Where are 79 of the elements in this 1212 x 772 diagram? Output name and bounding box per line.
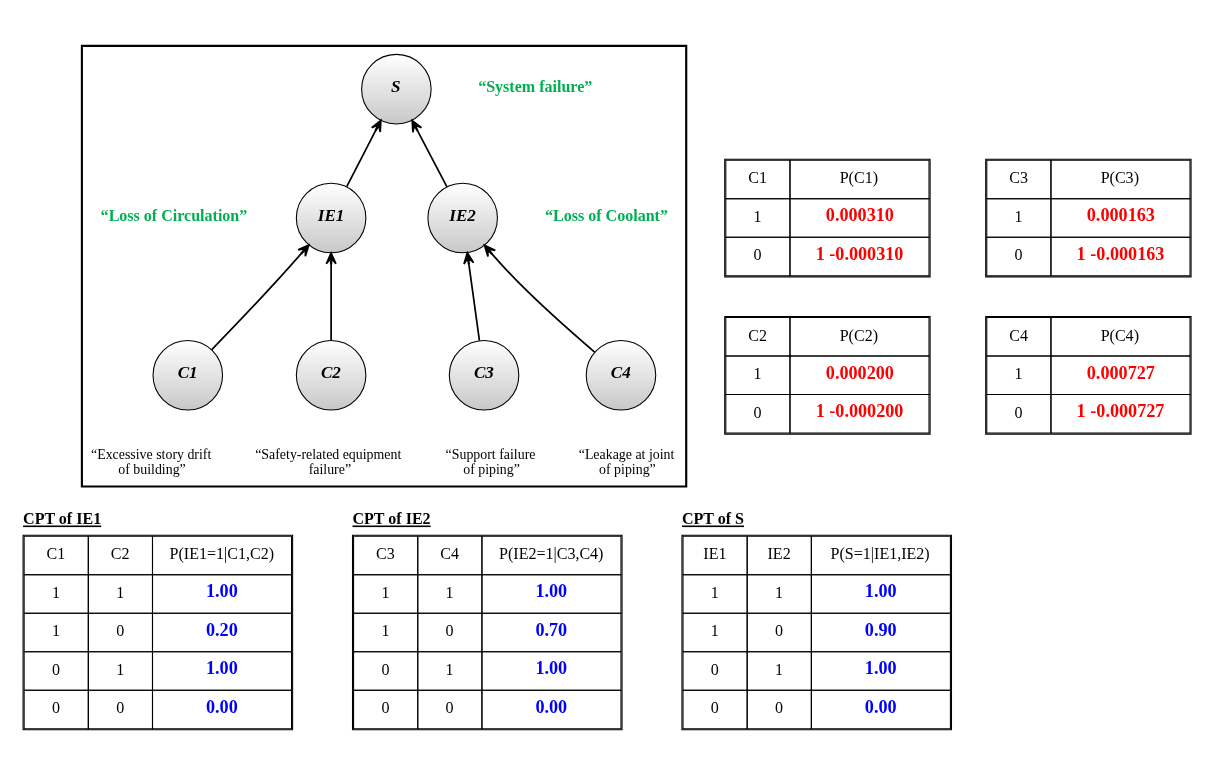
label: 1 [51,583,60,601]
label: 0.00 [205,696,238,717]
label: 0 [381,660,390,678]
label: 1 [381,621,390,639]
label: 1.00 [535,580,568,601]
node-label: “Safety-related equipment failure” [255,446,402,477]
label: 0.90 [864,619,897,640]
label: 0 [445,698,454,716]
label: 0.000310 [825,204,894,225]
node-label: “Loss of Circulation” [100,206,248,224]
label: 0 [753,403,762,421]
label: 0 [710,660,719,678]
label: 1 [445,583,454,601]
label: 1 [1014,207,1023,225]
label: 1 -0.000727 [1076,400,1165,421]
label: P(C3) [1100,168,1139,186]
label: C3 [376,544,395,562]
label: 1 [1014,364,1023,382]
label: 1 [381,583,390,601]
label: 1.00 [205,580,238,601]
node-label: “Excessive story drift of building” [90,446,212,477]
label: 0.00 [864,696,897,717]
label: P(S=1|IE1,IE2) [830,544,930,562]
label: P(C4) [1100,326,1139,344]
label: C4 [1009,326,1028,344]
label: C4 [440,544,459,562]
label: 1 [51,621,60,639]
label: 0 [775,621,784,639]
label: CPT of S [681,509,744,527]
label: 0 [116,621,125,639]
label: 1 [445,660,454,678]
label: 1 [116,583,125,601]
label: 0.20 [205,619,238,640]
label: 1.00 [864,580,897,601]
label: 0.70 [535,619,568,640]
label: CPT of IE1 [23,509,102,527]
node-label: “System failure” [478,77,593,95]
label: 1.00 [205,657,238,678]
label: C1 [748,168,767,186]
label: 0.000200 [825,362,894,383]
label: 0 [710,698,719,716]
label: 0 [1014,245,1023,263]
label: 1 [753,364,762,382]
label: 1 [753,207,762,225]
label: 0 [753,245,762,263]
label: P(C1) [839,168,879,186]
label: 1.00 [864,657,897,678]
label: 0.000163 [1086,204,1155,225]
label: 1 [710,621,719,639]
label: C3 [1009,168,1028,186]
label: 1.00 [535,657,568,678]
label: 0 [381,698,390,716]
label: 0 [775,698,784,716]
label: 1 -0.000310 [815,243,904,264]
label: P(C2) [839,326,879,344]
label: C2 [110,544,130,562]
label: P(IE2=1|C3,C4) [499,544,604,562]
label: IE1 [703,544,727,562]
label: P(IE1=1|C1,C2) [169,544,275,562]
label: IE2 [767,544,791,562]
node-label: “Support failure of piping” [445,446,536,477]
label: 0 [1014,403,1023,421]
node-label: “Loss of Coolant” [545,206,668,224]
label: 0.000727 [1086,362,1155,383]
label: C2 [748,326,767,344]
label: CPT of IE2 [352,509,431,527]
label: 1 -0.000163 [1076,243,1165,264]
node-label: “Leakage at joint of piping” [578,446,675,477]
label: 1 [775,660,784,678]
label: 1 -0.000200 [815,400,904,421]
label: 0 [51,660,60,678]
label: 1 [710,583,719,601]
label: 1 [775,583,784,601]
label: 0 [445,621,454,639]
label: 0.00 [535,696,568,717]
label: 1 [116,660,125,678]
label: C1 [46,544,66,562]
label: 0 [116,698,125,716]
label: 0 [51,698,60,716]
